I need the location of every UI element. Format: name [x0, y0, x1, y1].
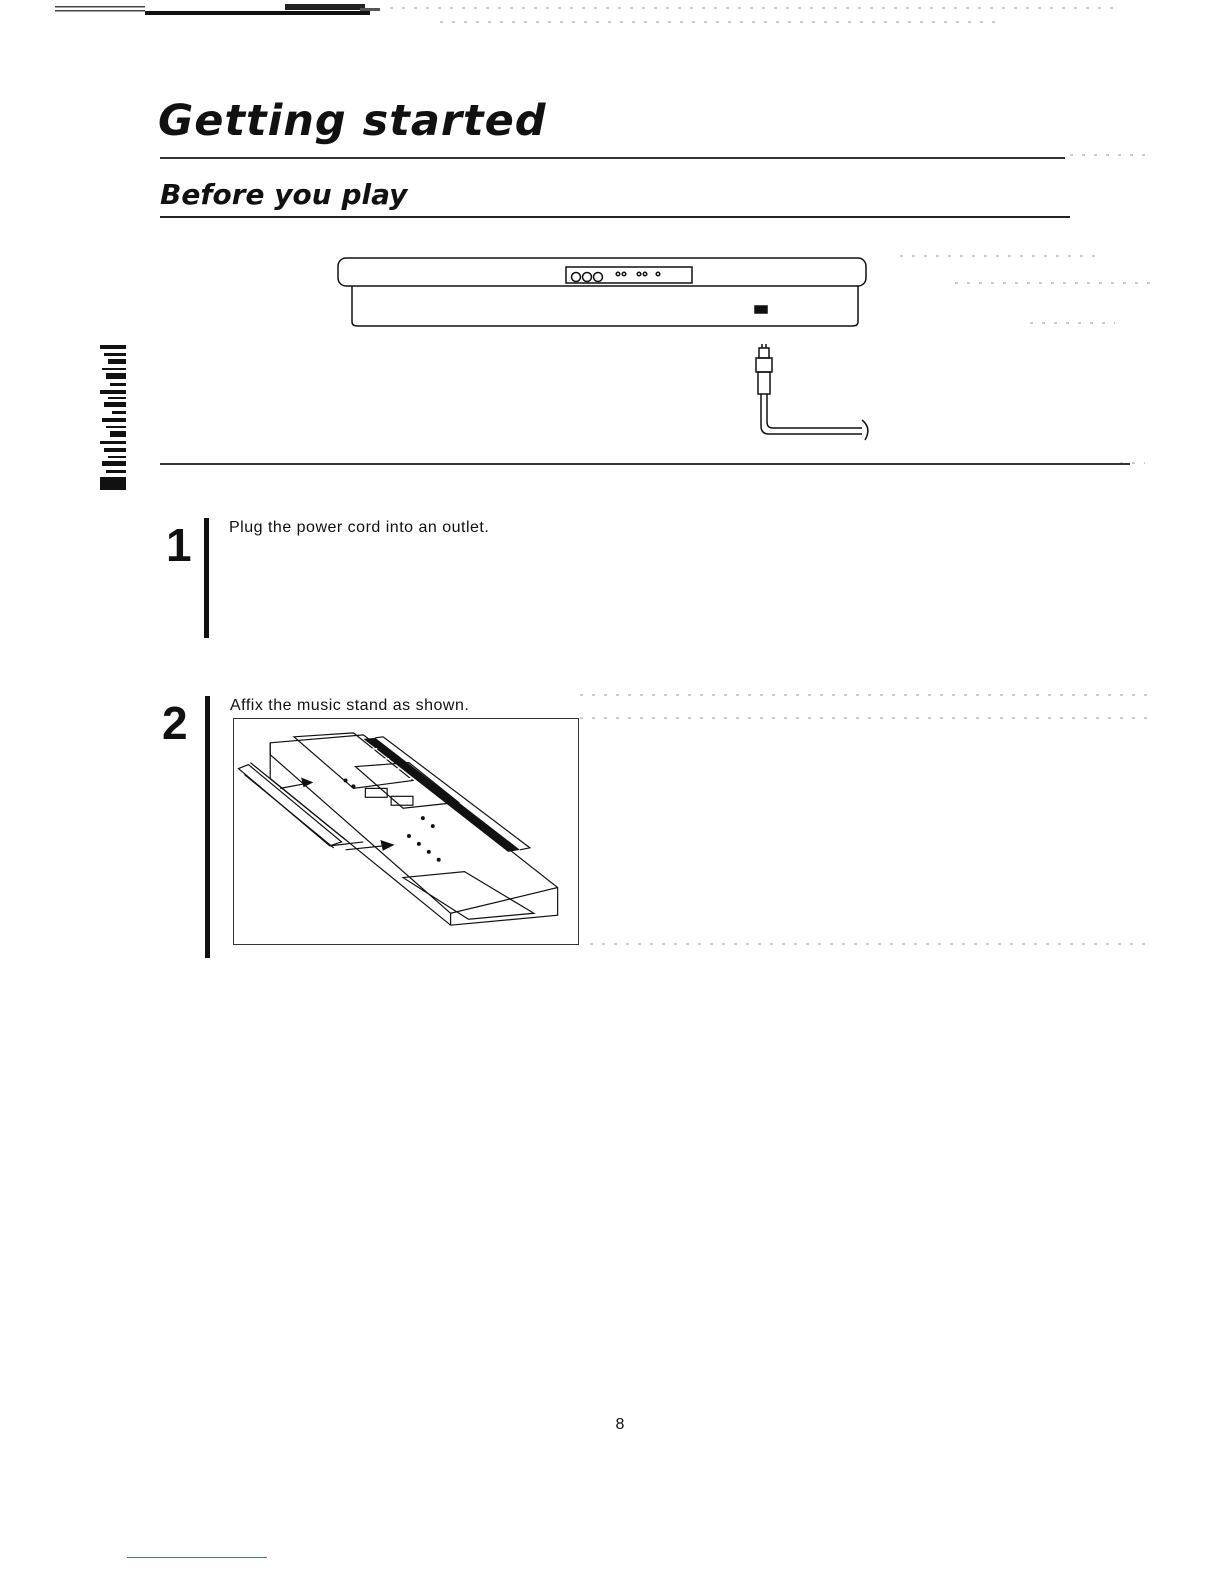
power-cord-figure	[330, 250, 890, 450]
section-title: Before you play	[160, 178, 407, 211]
figure-divider	[160, 463, 1130, 465]
edge-barcode	[94, 345, 126, 490]
page-number: 8	[600, 1416, 640, 1434]
page-title: Getting started	[158, 96, 547, 146]
title-rule	[160, 157, 1065, 159]
step-bar	[205, 696, 210, 958]
music-stand-figure	[233, 718, 579, 945]
step-number: 2	[162, 700, 188, 746]
step-bar	[204, 518, 209, 638]
scan-artifact-top	[55, 2, 385, 16]
section-rule	[160, 216, 1070, 218]
step-instruction: Plug the power cord into an outlet.	[229, 519, 489, 537]
bottom-scan-mark	[127, 1557, 267, 1558]
step-number: 1	[166, 522, 192, 568]
step-instruction: Affix the music stand as shown.	[230, 697, 469, 715]
